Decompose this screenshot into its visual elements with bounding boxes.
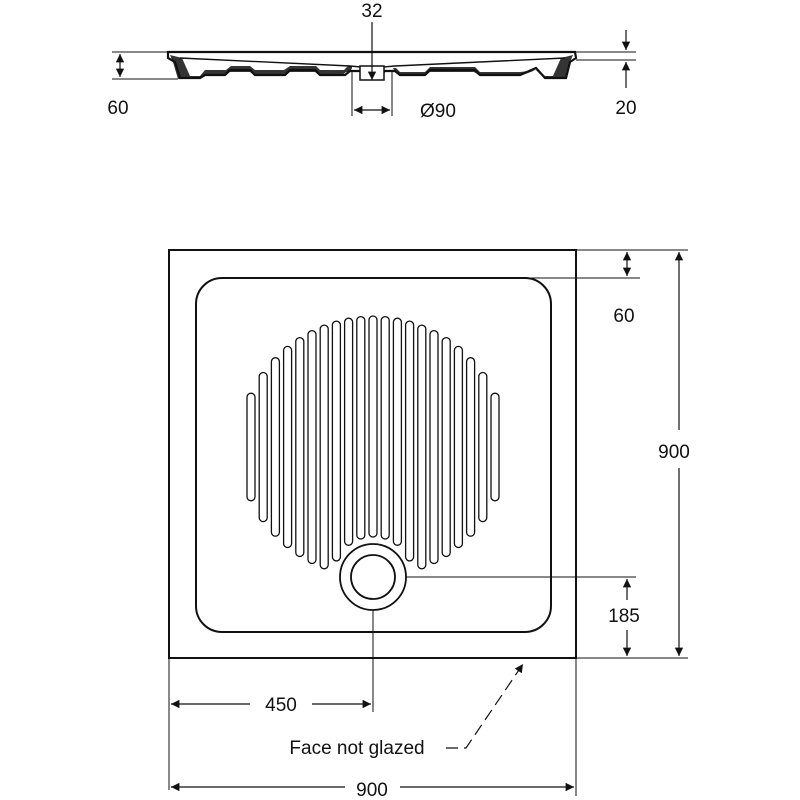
dim-label-900-horizontal: 900 [356,780,388,800]
note-face-not-glazed: Face not glazed [289,738,424,759]
anti-slip-groove [356,315,366,540]
drain-outer-ring [339,543,407,611]
dim-label-32: 32 [361,1,382,22]
anti-slip-groove [258,371,268,523]
tray-section-fill-right [393,55,573,79]
anti-slip-groove [282,345,293,549]
drain-inner-ring [350,554,396,600]
anti-slip-groove [465,357,476,537]
anti-slip-groove [453,345,464,549]
anti-slip-groove [331,320,342,562]
anti-slip-groove [392,317,403,546]
dim-label-60-side: 60 [107,98,128,119]
tray-section-fill [170,55,352,79]
dim-label-20: 20 [615,98,636,119]
anti-slip-groove [441,336,451,558]
anti-slip-groove [368,315,378,538]
dim-label-450: 450 [265,695,297,716]
anti-slip-groove [343,317,354,546]
note-leader-line [446,663,524,749]
anti-slip-groove [270,357,281,537]
anti-slip-groove [380,315,390,540]
dim-label-185: 185 [608,606,640,627]
anti-slip-groove [246,392,256,502]
anti-slip-groove [307,329,317,565]
anti-slip-groove [490,392,500,502]
anti-slip-groove [417,324,427,570]
plan-view: 60 900 185 450 Face not glazed 900 [168,249,690,800]
side-section-view: 32 60 Ø90 20 [107,1,636,122]
dim-label-90: Ø90 [420,101,456,122]
dim-label-60-plan: 60 [613,306,634,327]
anti-slip-groove [478,371,488,523]
anti-slip-groove [404,320,415,562]
anti-slip-groove [429,329,439,565]
anti-slip-grooves [246,315,500,570]
anti-slip-groove [319,324,329,570]
dim-label-900-vertical: 900 [658,442,690,463]
anti-slip-groove [295,336,305,558]
